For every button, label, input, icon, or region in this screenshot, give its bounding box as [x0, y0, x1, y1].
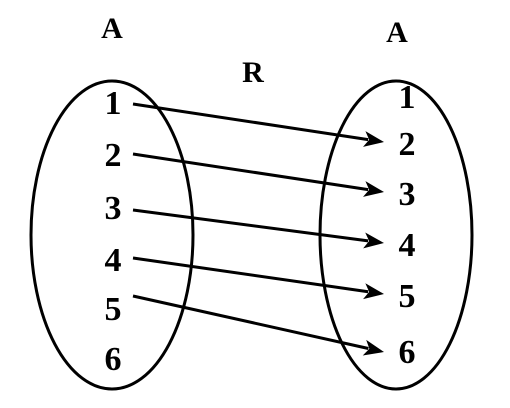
left-element: 2 — [105, 137, 122, 174]
arrow-shaft — [132, 294, 369, 350]
left-element: 1 — [105, 85, 122, 122]
right-element: 3 — [399, 176, 416, 213]
relation-label: R — [242, 56, 264, 89]
right-element: 1 — [399, 79, 416, 116]
left-element: 6 — [105, 341, 122, 378]
relation-arrow — [132, 102, 384, 147]
arrow-shaft — [132, 102, 369, 142]
arrow-shaft — [132, 256, 369, 294]
arrow-head — [363, 131, 384, 147]
left-set-elements: 1 2 3 4 5 6 — [105, 85, 122, 378]
right-element: 6 — [399, 334, 416, 371]
right-set-label: A — [386, 16, 408, 49]
arrow-shaft — [132, 208, 369, 243]
left-set-ellipse — [29, 79, 195, 391]
right-element: 5 — [399, 278, 416, 315]
arrow-head — [363, 283, 384, 300]
relation-arrow — [132, 294, 384, 356]
left-element: 4 — [105, 242, 122, 279]
relation-arrow — [132, 208, 384, 249]
left-element: 5 — [105, 291, 122, 328]
right-set-elements: 1 2 3 4 5 6 — [399, 79, 416, 371]
arrow-head — [362, 339, 384, 356]
right-element: 2 — [399, 126, 416, 163]
left-set-label: A — [101, 12, 123, 45]
relation-arrows — [132, 102, 384, 356]
right-element: 4 — [399, 227, 416, 264]
arrow-head — [363, 232, 384, 249]
relation-arrow — [132, 256, 384, 300]
relation-arrow — [132, 152, 384, 197]
arrow-head — [363, 181, 384, 197]
left-element: 3 — [105, 190, 122, 227]
arrow-shaft — [132, 152, 369, 192]
